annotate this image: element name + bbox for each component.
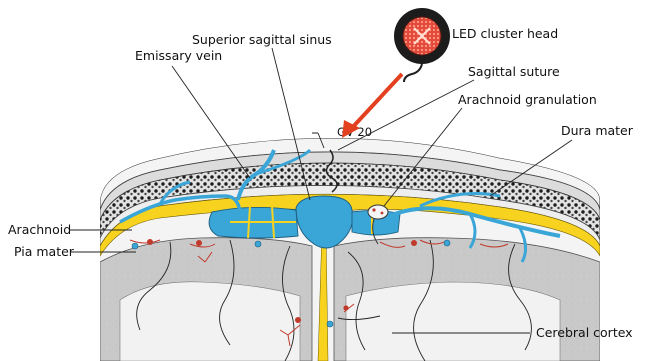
label-cerebral-cortex: Cerebral cortex <box>536 325 633 340</box>
left-white-matter <box>120 282 300 361</box>
right-white-matter <box>346 282 560 361</box>
label-arachnoid: Arachnoid <box>8 222 71 237</box>
label-superior-sagittal-sinus: Superior sagittal sinus <box>192 32 332 47</box>
led-cluster-head <box>394 8 450 82</box>
label-led-cluster-head: LED cluster head <box>452 26 558 41</box>
skull-cross-section <box>90 138 610 361</box>
label-dura-mater: Dura mater <box>561 123 634 138</box>
label-pia-mater: Pia mater <box>14 244 75 259</box>
label-sagittal-suture: Sagittal suture <box>468 64 560 79</box>
label-arachnoid-granulation: Arachnoid granulation <box>458 92 597 107</box>
label-emissary-vein: Emissary vein <box>135 48 222 63</box>
